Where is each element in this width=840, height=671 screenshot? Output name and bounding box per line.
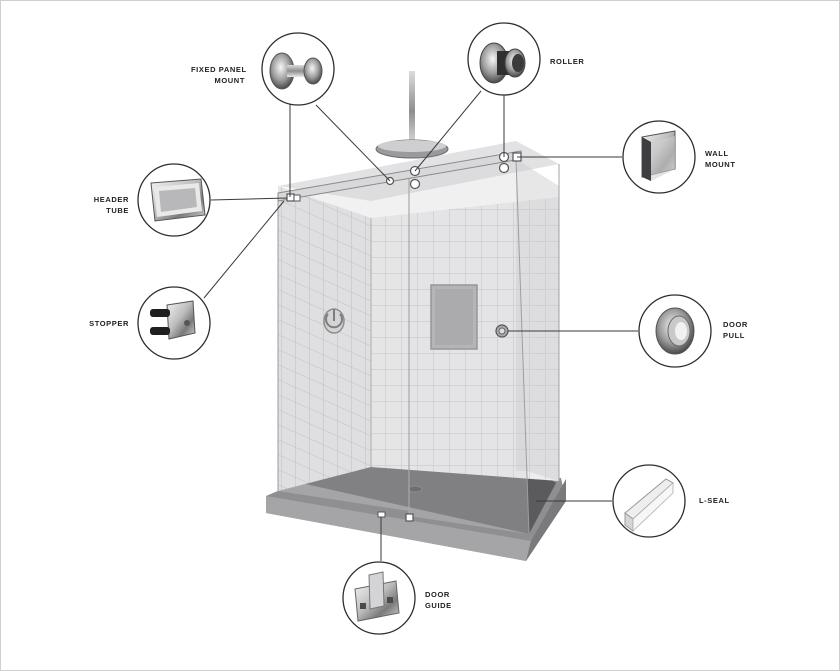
header-tube-callout [137, 163, 211, 237]
floor-drain [407, 485, 423, 493]
shower-pan [301, 463, 556, 534]
shower-pipe [409, 71, 415, 151]
glass-front-fixed [278, 176, 409, 511]
stopper-marker [293, 194, 301, 202]
leader-lines [203, 90, 638, 561]
stopper-label: STOPPER [89, 319, 129, 328]
shower-enclosure [266, 71, 566, 561]
glass-front-door [409, 159, 529, 534]
roller-marker-2 [409, 178, 421, 190]
l-seal-marker [377, 511, 386, 518]
shower-base-side [526, 479, 566, 561]
fixed-panel-mount-icon [269, 52, 323, 90]
leader-header-tube [210, 197, 288, 201]
header-tube-label: HEADER TUBE [93, 195, 129, 215]
stopper-callout [137, 286, 211, 360]
leader-fixed-panel-mount-2 [315, 104, 391, 182]
shower-valve [323, 308, 345, 334]
door-pull-marker [495, 324, 509, 338]
fixed-panel-mount-label: FIXED PANEL MOUNT [191, 65, 247, 85]
l-seal-icon [624, 478, 674, 532]
wall-mount-icon [641, 130, 676, 181]
stopper-icon [150, 300, 196, 340]
wall-mount-label: WALL MOUNT [705, 149, 736, 169]
door-pull-callout [638, 294, 712, 368]
roller-label: ROLLER [550, 57, 585, 66]
shower-base-front [266, 496, 531, 561]
glass-side-panel [516, 159, 559, 481]
door-pull-icon [655, 307, 695, 355]
door-pull-label: DOOR PULL [723, 320, 748, 340]
left-wall [278, 186, 371, 491]
roller-icon [479, 42, 526, 84]
door-guide-callout [342, 561, 416, 635]
l-seal-callout [612, 464, 686, 538]
leader-stopper [203, 200, 285, 299]
header-tube-icon [150, 178, 206, 222]
roller-marker-4 [498, 162, 510, 174]
wall-mount-callout [622, 120, 696, 194]
fixed-panel-mount-callout [261, 32, 335, 106]
leader-roller [414, 90, 482, 172]
roller-callout [467, 22, 541, 96]
l-seal-label: L-SEAL [699, 496, 730, 505]
door-guide-marker [405, 513, 414, 522]
door-guide-label: DOOR GUIDE [425, 590, 452, 610]
door-guide-icon [354, 571, 400, 622]
